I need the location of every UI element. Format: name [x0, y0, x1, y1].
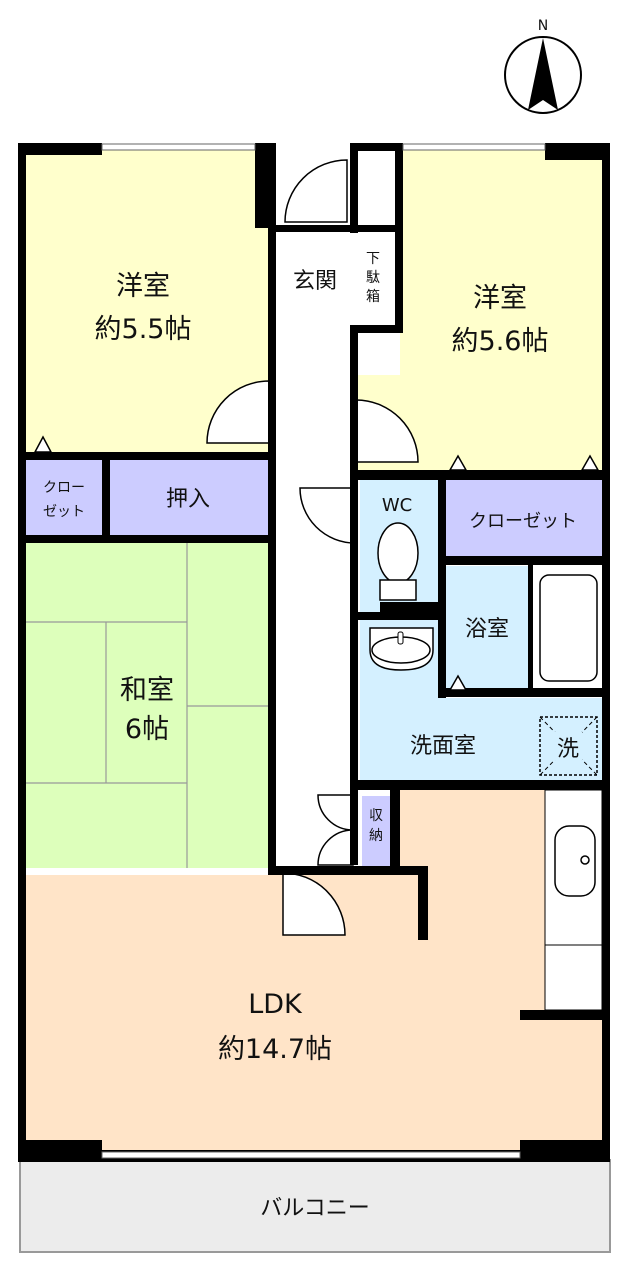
storage	[362, 796, 390, 866]
shoe-box-label-2: 駄	[366, 270, 380, 286]
room-ldk	[26, 790, 602, 1150]
ldk-name: LDK	[248, 989, 303, 1020]
closet-small-label-2: ゼット	[43, 504, 85, 520]
japanese-size: 6帖	[125, 714, 169, 745]
tatami-lines	[26, 543, 268, 868]
entrance-label: 玄関	[293, 269, 337, 294]
storage-label-1: 収	[369, 808, 383, 824]
balcony	[19, 1159, 611, 1253]
closet-small	[26, 460, 102, 535]
oshiire-label: 押入	[166, 487, 210, 512]
balcony-label: バルコニー	[260, 1196, 370, 1221]
oshiire	[110, 460, 268, 535]
bath	[446, 566, 530, 690]
western-left-size: 約5.5帖	[95, 314, 192, 345]
ldk-size: 約14.7帖	[218, 1034, 332, 1065]
kitchen-counter	[544, 789, 603, 1011]
windows	[101, 143, 546, 1159]
western-right-name: 洋室	[473, 283, 527, 314]
western-right-size: 約5.6帖	[452, 326, 549, 357]
closet-small-label-1: クロー	[43, 480, 85, 496]
japanese-name: 和室	[120, 675, 174, 706]
doors	[206, 159, 419, 936]
storage-label-2: 納	[369, 828, 383, 844]
western-left-name: 洋室	[116, 271, 170, 302]
washer-label: 洗	[557, 737, 579, 762]
bath-label: 浴室	[465, 617, 509, 642]
closet-markers	[33, 435, 600, 691]
wc-label: WC	[382, 495, 412, 516]
closet-right-label: クローゼット	[469, 511, 577, 532]
compass-icon: N	[504, 18, 582, 114]
washroom-label: 洗面室	[410, 734, 476, 759]
compass-north-label: N	[538, 18, 548, 34]
washer-space	[539, 716, 598, 776]
shoe-box-label-1: 下	[366, 251, 380, 267]
closet-right	[446, 480, 602, 556]
shoe-box-label-3: 箱	[366, 289, 380, 305]
